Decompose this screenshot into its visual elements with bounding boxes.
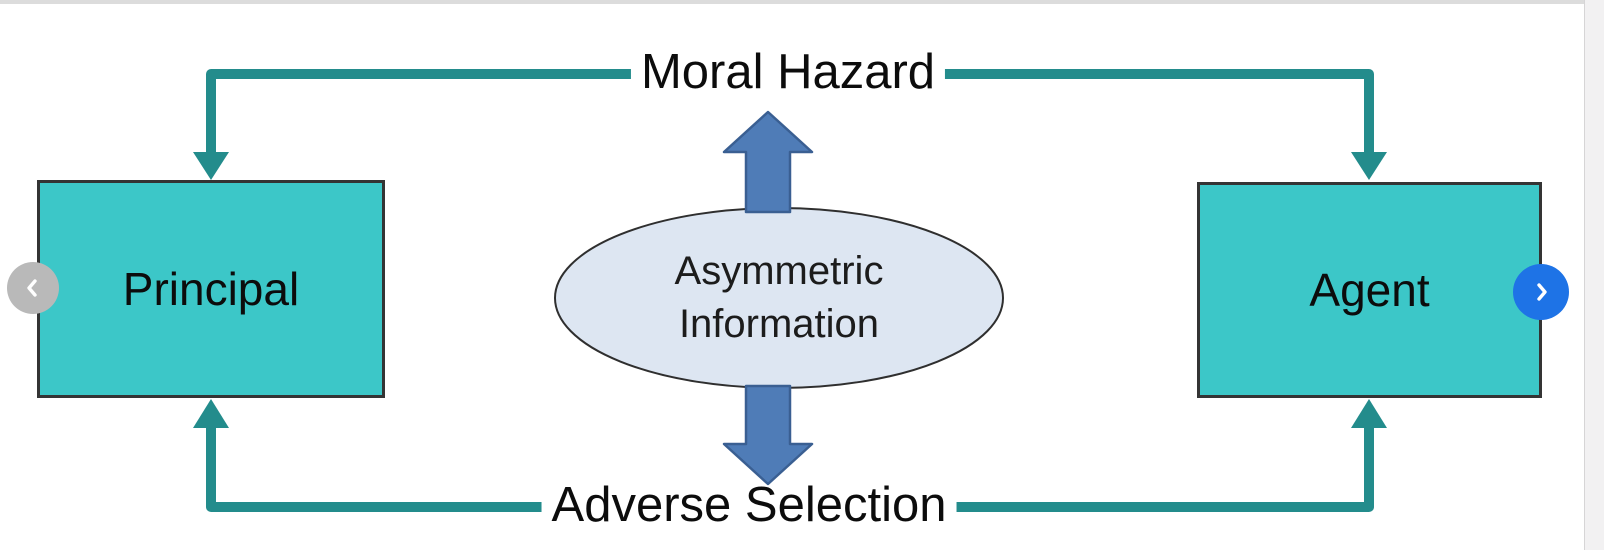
agent-node: Agent [1197, 182, 1542, 398]
asymmetric-information-label-line2: Information [678, 302, 880, 346]
principal-node: Principal [37, 180, 385, 398]
adverse-selection-label: Adverse Selection [541, 475, 957, 535]
asymmetric-information-label: Asymmetric Information [675, 245, 884, 351]
moral-hazard-arrowhead-left [193, 152, 229, 180]
adverse-selection-arrowhead-left [193, 399, 229, 428]
chevron-left-icon [21, 276, 45, 300]
adverse-selection-arrowhead-right [1351, 399, 1387, 428]
moral-hazard-label: Moral Hazard [630, 42, 946, 102]
chevron-right-icon [1529, 280, 1553, 304]
carousel-prev-button[interactable] [7, 262, 59, 314]
moral-hazard-arrowhead-right [1351, 152, 1387, 180]
principal-node-label: Principal [122, 263, 300, 315]
carousel-next-button[interactable] [1513, 264, 1569, 320]
agent-node-label: Agent [1309, 264, 1430, 316]
right-edge-strip [1584, 0, 1604, 550]
top-edge-strip [0, 0, 1604, 4]
asymmetric-information-label-line1: Asymmetric [674, 249, 884, 294]
